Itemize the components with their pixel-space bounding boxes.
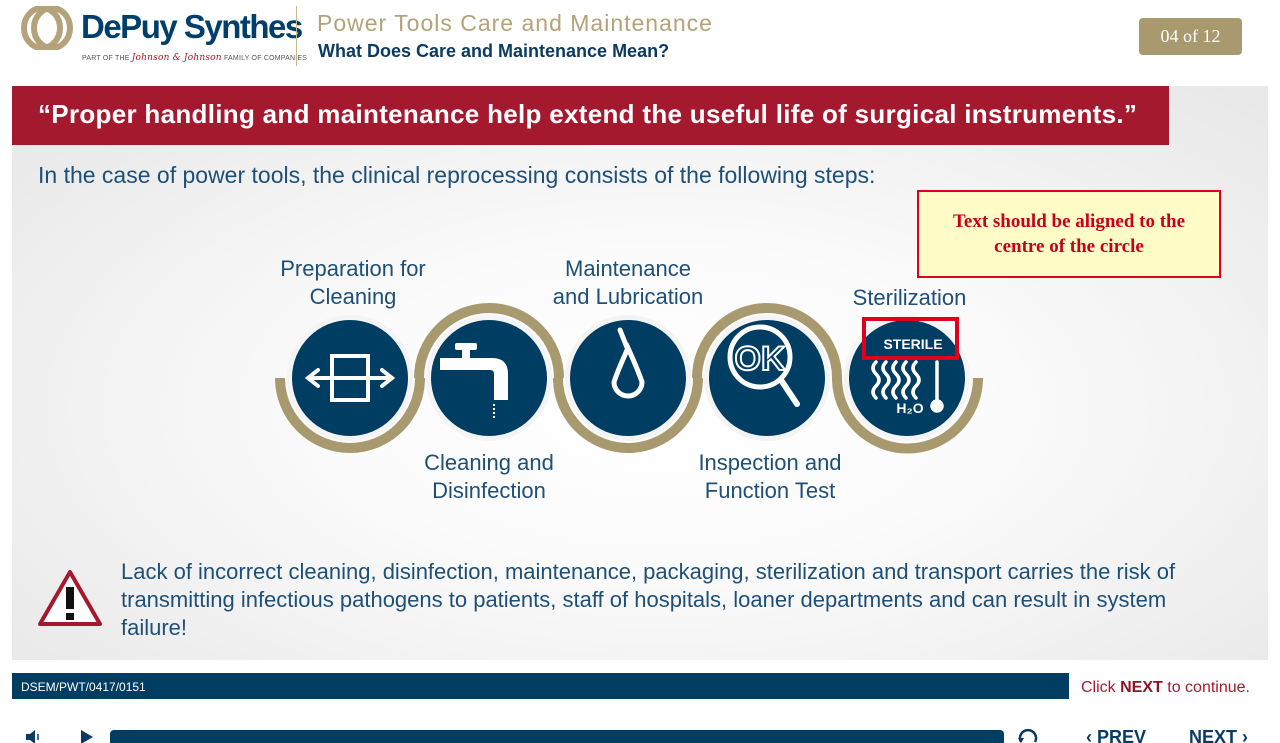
page-subtitle: What Does Care and Maintenance Mean?: [318, 41, 670, 61]
intro-text: In the case of power tools, the clinical…: [38, 162, 876, 188]
play-icon[interactable]: [78, 729, 94, 743]
player-controls: ‹ PREV NEXT ›: [0, 718, 1280, 743]
warning-text: Lack of incorrect cleaning, disinfection…: [121, 559, 1176, 640]
page-counter: 04 of 12: [1139, 18, 1242, 55]
quote-banner: “Proper handling and maintenance help ex…: [12, 86, 1169, 145]
continue-hint: Click NEXT to continue.: [1081, 679, 1250, 696]
warning-triangle-icon: [38, 570, 102, 626]
prev-button[interactable]: ‹ PREV: [1086, 727, 1146, 743]
quote-text: “Proper handling and maintenance help ex…: [38, 99, 1138, 129]
step-circle-inspection: [704, 315, 830, 441]
step-circle-preparation: [287, 315, 413, 441]
review-note: Text should be aligned to the centre of …: [917, 190, 1221, 278]
chevron-right-icon: ›: [1242, 727, 1249, 743]
replay-icon[interactable]: [1017, 728, 1039, 743]
header-divider: [296, 6, 297, 66]
header: DePuy Synthes PART OF THE Johnson & John…: [0, 0, 1280, 80]
depuy-synthes-logo: DePuy Synthes PART OF THE Johnson & John…: [20, 6, 307, 68]
chevron-left-icon: ‹: [1086, 727, 1092, 743]
logo-rings-icon: [21, 6, 73, 50]
brand-name: DePuy Synthes: [81, 8, 303, 45]
step-circle-sterilization: [844, 315, 970, 441]
progress-bar[interactable]: [110, 730, 1004, 743]
step-circle-cleaning: [426, 315, 552, 441]
step-circle-maintenance: [565, 315, 691, 441]
volume-icon[interactable]: [24, 729, 44, 743]
course-title: Power Tools Care and Maintenance: [317, 10, 713, 36]
footer-bar: DSEM/PWT/0417/0151: [12, 673, 1069, 699]
document-code: DSEM/PWT/0417/0151: [21, 680, 146, 694]
next-button[interactable]: NEXT ›: [1189, 727, 1248, 743]
brand-tagline: PART OF THE Johnson & Johnson FAMILY OF …: [82, 53, 308, 63]
